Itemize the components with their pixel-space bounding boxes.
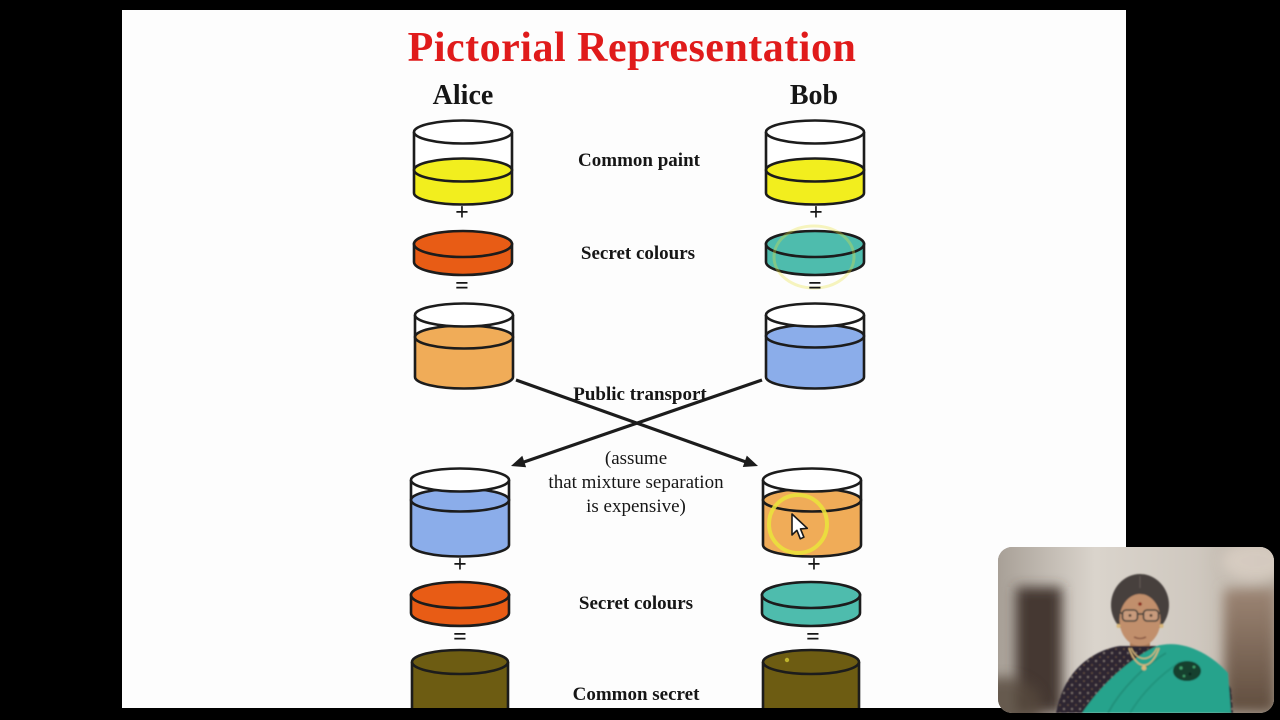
- bob-common-paint-cylinder: [764, 119, 866, 206]
- bob-secret-colour-disk-2: [760, 580, 862, 628]
- pen-speck-annotation: [784, 657, 790, 663]
- bob-mixture-cylinder: [764, 302, 866, 390]
- label-assumption: (assume that mixture separation is expen…: [548, 447, 723, 519]
- label-common-paint: Common paint: [578, 150, 700, 171]
- alice-mixture-cylinder: [413, 302, 515, 390]
- column-header-bob: Bob: [789, 80, 839, 111]
- presenter-hairline: [1118, 575, 1162, 611]
- plus-sign-bob-1: +: [809, 200, 823, 226]
- webcam-top-right-light: [1222, 547, 1274, 581]
- label-public-transport: Public transport: [573, 384, 707, 405]
- highlight-circle-annotation: [767, 493, 829, 555]
- presenter-video: [998, 547, 1274, 713]
- earring-left: [1116, 624, 1121, 628]
- label-secret-colours-bottom: Secret colours: [578, 593, 694, 614]
- equals-sign-alice-2: =: [453, 624, 467, 650]
- saree-fold-line-2: [1129, 661, 1181, 713]
- alice-received-mixture-cylinder: [409, 467, 511, 558]
- presenter-face: [1119, 594, 1161, 646]
- alice-common-paint-cylinder: [412, 119, 514, 206]
- column-header-alice: Alice: [432, 80, 494, 111]
- alice-secret-colour-disk-2: [409, 580, 511, 628]
- label-common-secret: Common secret: [572, 684, 700, 705]
- plus-sign-alice-1: +: [455, 200, 469, 226]
- presenter-webcam-overlay: [998, 547, 1274, 713]
- bob-common-secret-cylinder: [761, 648, 861, 708]
- crossing-exchange-arrows: [511, 378, 763, 468]
- webcam-corner-shadow: [998, 677, 1042, 713]
- plus-sign-bob-2: +: [807, 552, 821, 578]
- necklace-pendant: [1141, 665, 1147, 671]
- earring-right: [1159, 624, 1164, 628]
- mouse-cursor-icon: [791, 513, 809, 540]
- alice-secret-colour-disk: [412, 229, 514, 277]
- bob-secret-colour-disk: [764, 224, 866, 290]
- equals-sign-alice-1: =: [455, 273, 469, 299]
- saree-brooch: [1173, 661, 1201, 681]
- presenter-necklace-inner: [1130, 647, 1158, 660]
- assumption-line-3: is expensive): [586, 496, 686, 517]
- equals-sign-bob-1: =: [808, 273, 822, 299]
- label-secret-colours-top: Secret colours: [580, 243, 696, 264]
- assumption-line-1: (assume: [604, 448, 668, 469]
- equals-sign-bob-2: =: [806, 624, 820, 650]
- assumption-line-2: that mixture separation: [548, 472, 724, 493]
- bob-received-mixture-cylinder: [761, 467, 863, 558]
- slide-title: Pictorial Representation: [407, 25, 857, 71]
- presenter-bindi: [1138, 602, 1142, 606]
- presenter-mouth: [1133, 636, 1147, 640]
- saree-fold-line-1: [1107, 652, 1167, 713]
- faint-pen-circle-annotation: [772, 224, 856, 290]
- presenter-necklace-outer: [1128, 647, 1160, 666]
- presenter-person: [1056, 574, 1233, 713]
- webcam-right-blur: [1224, 589, 1274, 713]
- plus-sign-alice-2: +: [453, 552, 467, 578]
- alice-common-secret-cylinder: [410, 648, 510, 708]
- presentation-slide: [122, 10, 1126, 708]
